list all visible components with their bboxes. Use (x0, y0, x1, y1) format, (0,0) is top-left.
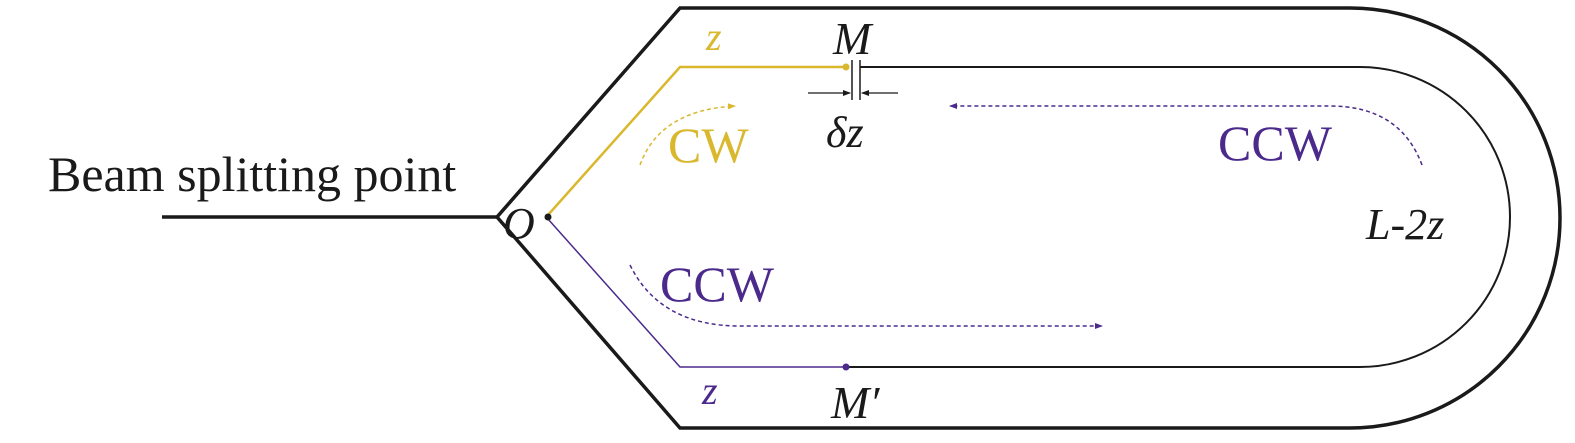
m-dot (842, 63, 850, 71)
cw-label: CW (668, 117, 749, 173)
m-prime-dot (842, 363, 850, 371)
ccw-bottom-label: CCW (660, 256, 775, 312)
loop-length-label: L-2z (1365, 200, 1444, 249)
ccw-bottom-direction-arrow (629, 264, 1103, 329)
z-bottom-label: z (701, 368, 718, 413)
origin-label: O (503, 199, 535, 248)
outer-loop-outline (494, 6, 1562, 430)
beam-splitting-point-label: Beam splitting point (48, 146, 456, 202)
ccw-top-label: CCW (1218, 115, 1333, 171)
inner-fiber-loop (846, 66, 1511, 368)
ccw-segment (547, 218, 846, 368)
origin-dot (544, 213, 552, 221)
ccw-top-direction-arrow (949, 103, 1423, 166)
point-m-prime-label: M′ (830, 377, 880, 428)
delta-z-label: δz (826, 108, 864, 157)
point-m-label: M (832, 13, 874, 64)
cw-segment (547, 65, 846, 216)
z-top-label: z (705, 14, 722, 59)
